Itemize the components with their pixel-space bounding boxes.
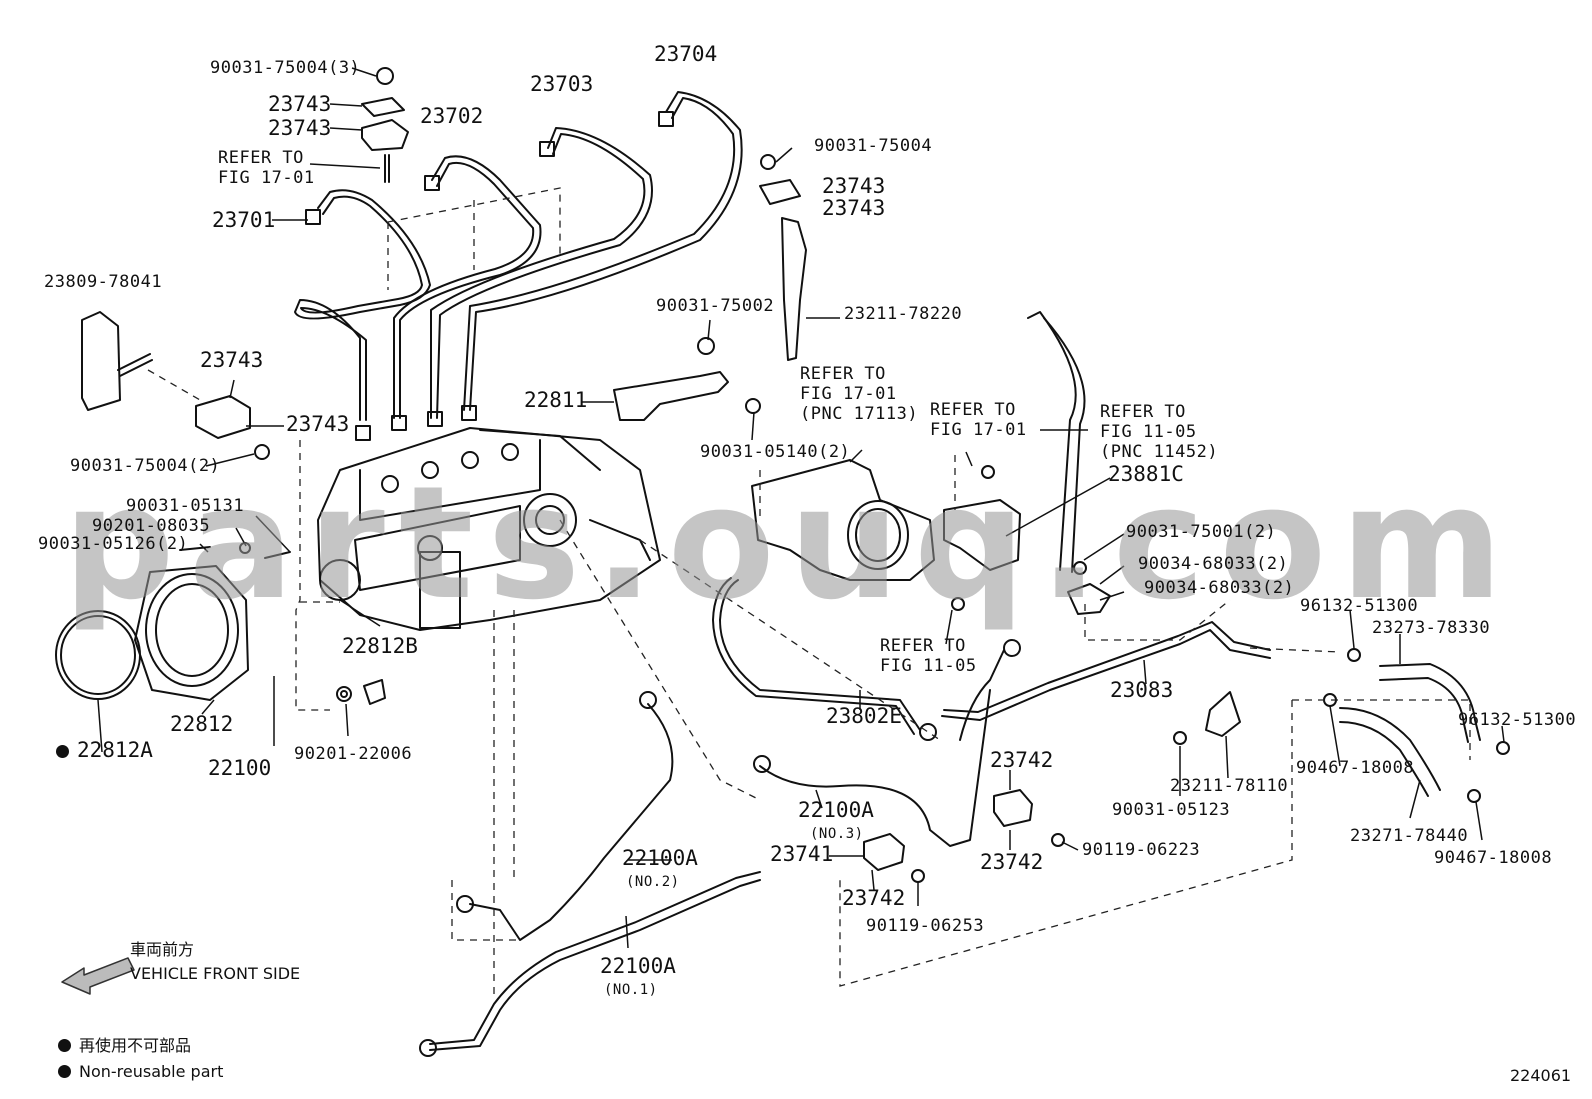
callout-23083: 23083 <box>1110 678 1174 702</box>
callout-23273-78330: 23273-78330 <box>1372 618 1491 638</box>
callout-22811: 22811 <box>524 388 588 412</box>
callout-23743: 23743 <box>268 92 332 116</box>
legend-item-jp-label: 再使用不可部品 <box>79 1036 192 1055</box>
callout-22812a: 22812A <box>56 738 153 762</box>
callout-no2: (NO.2) <box>626 874 680 890</box>
callout-refer-fig-17-01: REFER TO FIG 17-01 <box>218 148 315 188</box>
callout-90467-18008: 90467-18008 <box>1296 758 1415 778</box>
fuel-line-22100a-no3 <box>759 689 991 847</box>
callout-no3: (NO.3) <box>810 826 864 842</box>
callout-90031-75001-2: 90031-75001(2) <box>1126 522 1277 542</box>
callout-no1: (NO.1) <box>604 982 658 998</box>
callout-90031-75004-2: 90031-75004(2) <box>70 456 221 476</box>
callout-23743: 23743 <box>822 196 886 220</box>
hose-23273-78330 <box>1379 663 1481 741</box>
callout-23881c: 23881C <box>1108 462 1184 486</box>
injection-pipe-23704 <box>463 91 743 411</box>
figure-number: 224061 <box>1510 1066 1572 1085</box>
callout-90467-18008: 90467-18008 <box>1434 848 1553 868</box>
legend-item-jp: 再使用不可部品 <box>58 1036 191 1056</box>
callout-22100a-no3: 22100A <box>798 798 874 822</box>
callout-96132-51300: 96132-51300 <box>1458 710 1577 730</box>
callout-refer-fig-17-01: REFER TO FIG 17-01 <box>930 400 1027 440</box>
non-reusable-bullet-icon <box>58 1039 71 1052</box>
callout-23271-78440: 23271-78440 <box>1350 826 1469 846</box>
callout-23743: 23743 <box>268 116 332 140</box>
callout-90119-06223: 90119-06223 <box>1082 840 1201 860</box>
callout-23211-78110: 23211-78110 <box>1170 776 1289 796</box>
callout-96132-51300: 96132-51300 <box>1300 596 1419 616</box>
callout-23703: 23703 <box>530 72 594 96</box>
fuel-line-23802e <box>719 579 921 731</box>
callout-23743: 23743 <box>200 348 264 372</box>
callout-90201-22006: 90201-22006 <box>294 744 413 764</box>
callout-90031-75004: 90031-75004 <box>814 136 933 156</box>
callout-90031-05140-2: 90031-05140(2) <box>700 442 851 462</box>
callout-90031-75004-3: 90031-75004(3) <box>210 58 361 78</box>
callout-23743: 23743 <box>822 174 886 198</box>
callout-23742: 23742 <box>842 886 906 910</box>
callout-90031-05123: 90031-05123 <box>1112 800 1231 820</box>
non-reusable-bullet-icon <box>56 745 69 758</box>
governor-housing <box>751 459 935 581</box>
callout-refer-fig-11-05: REFER TO FIG 11-05 <box>880 636 977 676</box>
callout-22100: 22100 <box>208 756 272 780</box>
o-ring-22812a <box>55 610 141 700</box>
callout-23701: 23701 <box>212 208 276 232</box>
callout-23802e: 23802E <box>826 704 902 728</box>
callout-refer-fig-11-05-pnc-11452: REFER TO FIG 11-05 (PNC 11452) <box>1100 402 1219 462</box>
callout-22100a-no2: 22100A <box>622 846 698 870</box>
callout-90119-06253: 90119-06253 <box>866 916 985 936</box>
fuel-line-22100a-no1 <box>429 879 761 1051</box>
legend-item-en: Non-reusable part <box>58 1062 223 1082</box>
pump-flange-22812 <box>134 565 249 701</box>
fuel-line-23083 <box>941 629 1271 721</box>
injection-pipe-23702 <box>393 155 542 419</box>
callout-23702: 23702 <box>420 104 484 128</box>
callout-23742: 23742 <box>980 850 1044 874</box>
callout-23211-78220: 23211-78220 <box>844 304 963 324</box>
callout-90031-05131: 90031-05131 <box>126 496 245 516</box>
legend-item-en-label: Non-reusable part <box>79 1062 224 1081</box>
callout-23742: 23742 <box>990 748 1054 772</box>
callout-22812b: 22812B <box>342 634 418 658</box>
fuel-line-22100a-no2 <box>469 703 674 941</box>
callout-23741: 23741 <box>770 842 834 866</box>
callout-refer-fig-17-01-pnc-17113: REFER TO FIG 17-01 (PNC 17113) <box>800 364 919 424</box>
callout-90034-68033-2: 90034-68033(2) <box>1138 554 1289 574</box>
vehicle-front-label-jp: 車両前方 <box>130 940 195 959</box>
hose-23271-78440 <box>1339 707 1441 791</box>
callout-23704: 23704 <box>654 42 718 66</box>
callout-23809-78041: 23809-78041 <box>44 272 163 292</box>
callout-22812a-label: 22812A <box>77 738 153 762</box>
vehicle-front-label-en: VEHICLE FRONT SIDE <box>130 964 301 983</box>
callout-90031-75002: 90031-75002 <box>656 296 775 316</box>
callout-22812: 22812 <box>170 712 234 736</box>
callout-22100a-no1: 22100A <box>600 954 676 978</box>
injection-pipe-23703 <box>430 127 653 419</box>
callout-23743: 23743 <box>286 412 350 436</box>
non-reusable-bullet-icon <box>58 1065 71 1078</box>
callout-90201-08035: 90201-08035 <box>92 516 211 536</box>
callout-90031-05126-2: 90031-05126(2) <box>38 534 189 554</box>
callout-90034-68033-2: 90034-68033(2) <box>1144 578 1295 598</box>
